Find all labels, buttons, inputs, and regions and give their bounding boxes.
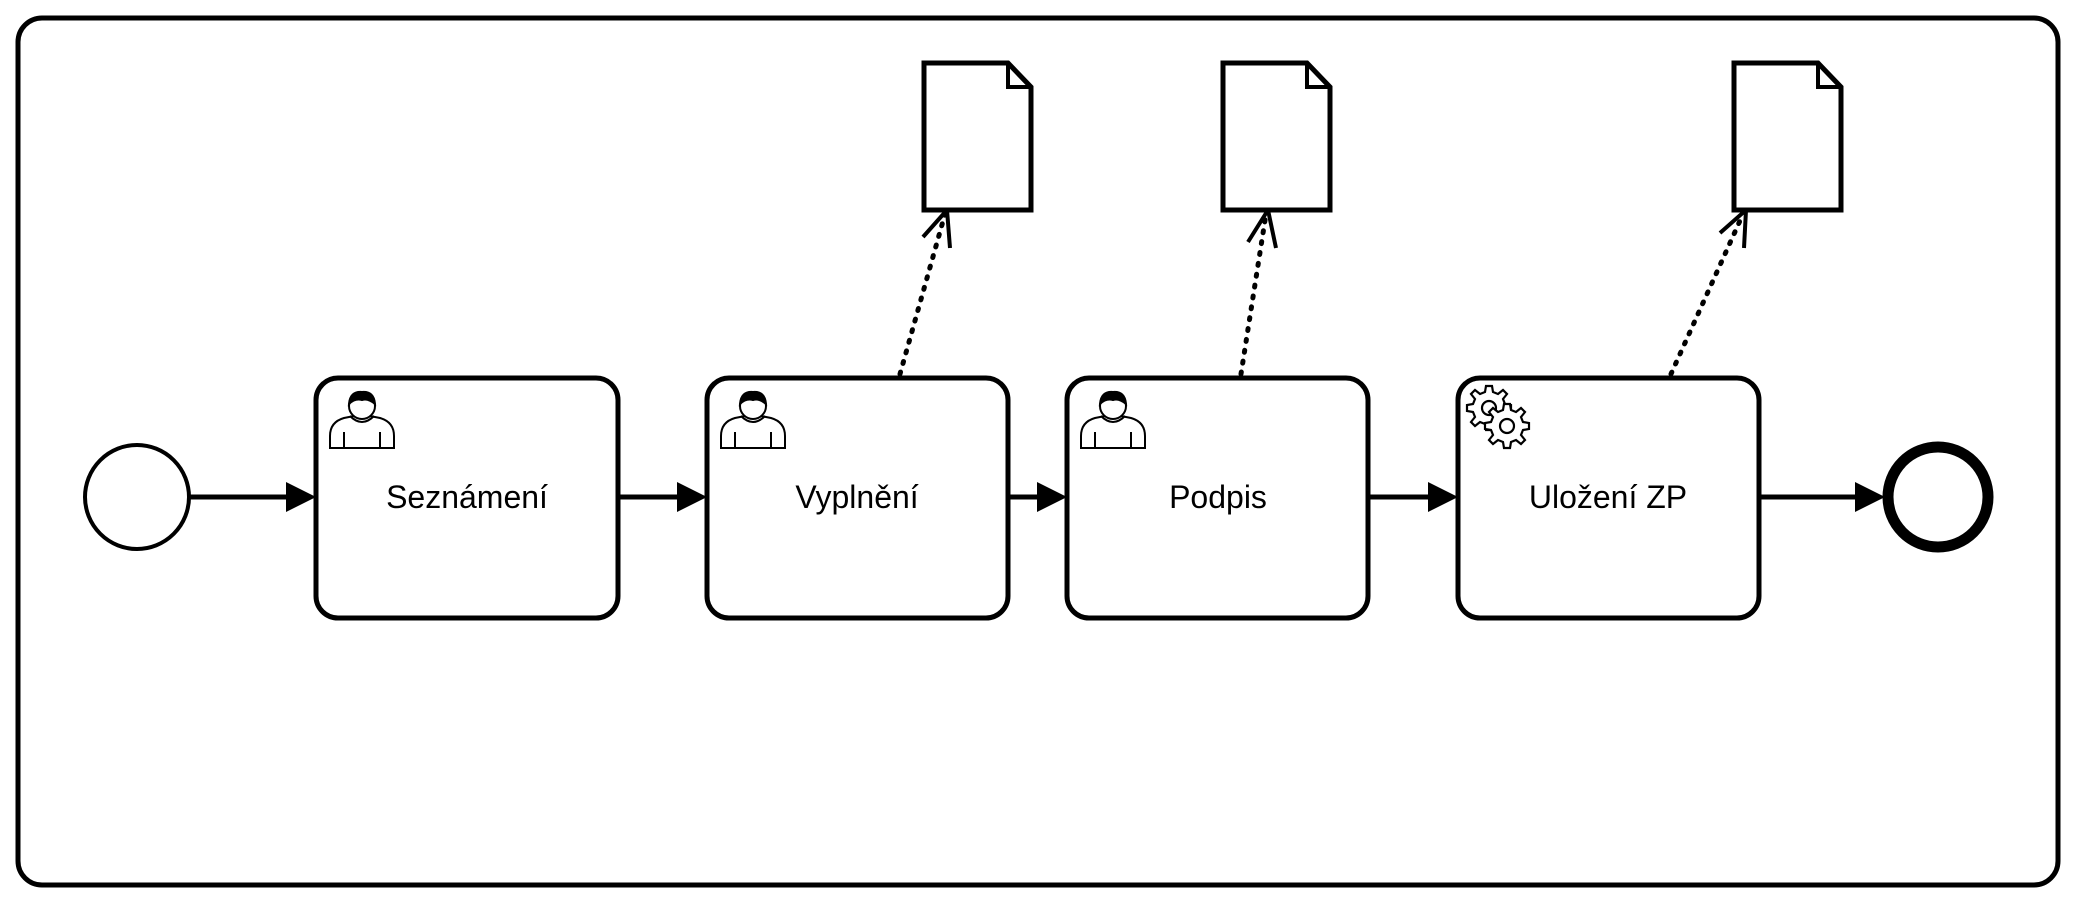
flow-arrowhead bbox=[1855, 482, 1885, 512]
end-event[interactable] bbox=[1882, 441, 1994, 553]
document-fold bbox=[1006, 63, 1031, 89]
association-ulozeni-to-data[interactable] bbox=[1668, 211, 1746, 377]
flow-arrowhead bbox=[1428, 482, 1458, 512]
process-pool bbox=[15, 15, 2061, 888]
document-fold bbox=[1816, 63, 1841, 89]
flow-arrowhead bbox=[1037, 482, 1067, 512]
data-object-2[interactable] bbox=[1220, 60, 1333, 213]
task-label: Vyplnění bbox=[795, 479, 918, 515]
task-label: Podpis bbox=[1169, 479, 1267, 515]
data-object-1[interactable] bbox=[921, 60, 1034, 213]
gear-icon bbox=[1465, 384, 1531, 450]
task-ulozeni-zp[interactable]: Uložení ZP bbox=[1455, 375, 1762, 621]
task-label: Uložení ZP bbox=[1529, 479, 1687, 515]
association-podpis-to-data[interactable] bbox=[1238, 211, 1269, 377]
task-podpis[interactable]: Podpis bbox=[1064, 375, 1371, 621]
flow-arrowhead bbox=[677, 482, 707, 512]
user-icon bbox=[329, 390, 395, 449]
task-vyplneni[interactable]: Vyplnění bbox=[704, 375, 1011, 621]
flow-arrowhead bbox=[286, 482, 316, 512]
task-label: Seznámení bbox=[386, 479, 548, 515]
document-fold bbox=[1305, 63, 1330, 89]
task-seznameni[interactable]: Seznámení bbox=[313, 375, 621, 621]
data-object-3[interactable] bbox=[1731, 60, 1844, 213]
start-event[interactable] bbox=[83, 443, 191, 551]
user-icon bbox=[720, 390, 786, 449]
data-associations bbox=[897, 211, 1746, 377]
sequence-flows bbox=[189, 482, 1885, 512]
user-icon bbox=[1080, 390, 1146, 449]
